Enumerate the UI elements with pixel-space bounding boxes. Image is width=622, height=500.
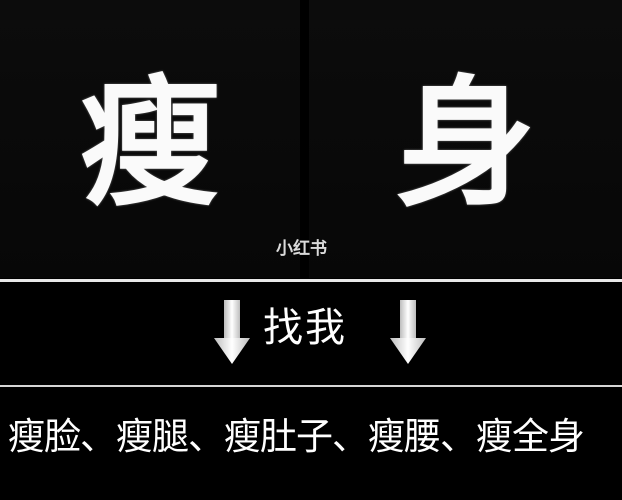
watermark-logo: 小红书 [276, 239, 327, 259]
vertical-divider [300, 0, 309, 278]
down-arrow-icon [214, 300, 250, 364]
right-big-character: 身 [395, 62, 536, 226]
slimming-targets-text: 瘦脸、瘦腿、瘦肚子、瘦腰、瘦全身 [8, 415, 585, 458]
left-panel: 瘦 [0, 0, 300, 278]
top-horizontal-divider [0, 279, 622, 282]
left-big-character: 瘦 [79, 62, 220, 226]
find-me-row: 找我 [0, 282, 622, 385]
middle-horizontal-divider [0, 385, 622, 387]
find-me-label: 找我 [263, 305, 347, 351]
down-arrow-icon [390, 300, 426, 364]
right-panel: 身 [309, 0, 622, 278]
